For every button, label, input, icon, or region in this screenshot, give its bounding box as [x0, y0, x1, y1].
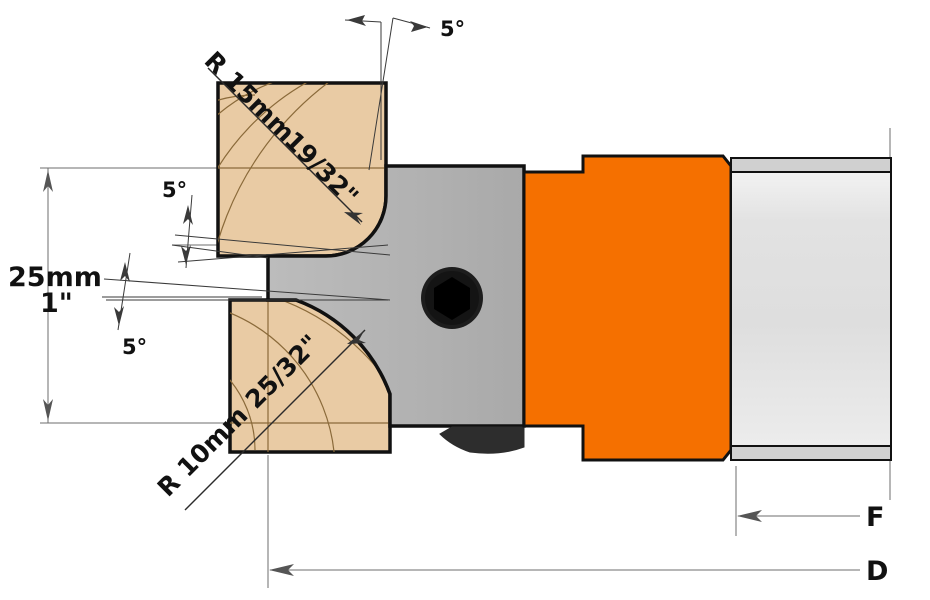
height-in-label: 1" — [40, 288, 73, 319]
chip-deflector — [439, 426, 525, 454]
angle-top-arrow-left-icon — [347, 15, 366, 26]
radius-bottom-arrow-icon — [347, 331, 366, 344]
orange-hub-shape — [522, 154, 733, 462]
hex-socket-icon — [434, 277, 470, 320]
bottom-workpiece-block — [228, 298, 392, 454]
angle-top-slope-line — [368, 17, 394, 171]
angle-callout-mid: 5° — [162, 178, 391, 269]
d-dimension: D — [269, 556, 888, 587]
angle-low-upper-slope — [103, 278, 391, 301]
f-dimension: F — [737, 502, 884, 533]
top-wood-grain — [218, 83, 386, 256]
shaft-assembly — [730, 157, 892, 461]
height-arrow-down-icon — [43, 399, 53, 421]
angle-callout-top: 5° — [344, 15, 465, 171]
angle-mid-arrow-bottom-icon — [181, 245, 191, 265]
angle-mid-lower-slope — [177, 244, 389, 263]
angle-low-arrow-bottom-icon — [114, 306, 124, 326]
angle-top-label: 5° — [440, 17, 465, 41]
radius-bottom-leader-line — [184, 329, 366, 511]
shaft-body — [730, 171, 892, 447]
bottom-wood-grain — [230, 300, 390, 452]
height-mm-label: 25mm — [8, 262, 102, 293]
d-dimension-label: D — [866, 556, 888, 587]
angle-mid-arrow-top-icon — [183, 205, 193, 225]
f-arrow-icon — [737, 510, 762, 522]
angle-callout-low: 5° — [102, 252, 391, 359]
radius-top-leader-line — [207, 67, 363, 223]
shaft-bottom-rim — [730, 445, 892, 461]
angle-mid-label: 5° — [162, 178, 187, 202]
angle-low-arrow-top-icon — [120, 262, 130, 282]
angle-mid-upper-slope — [174, 234, 391, 256]
angle-top-arrow-right-icon — [410, 21, 428, 32]
radius-top-arrow-icon — [344, 212, 363, 225]
d-arrow-icon — [269, 564, 294, 576]
shaft-top-rim — [730, 157, 892, 173]
orange-cutter-hub — [522, 154, 733, 462]
height-arrow-up-icon — [43, 170, 53, 192]
f-dimension-label: F — [866, 502, 884, 533]
height-dimension: 25mm 1" — [8, 168, 102, 423]
angle-low-label: 5° — [122, 335, 147, 359]
